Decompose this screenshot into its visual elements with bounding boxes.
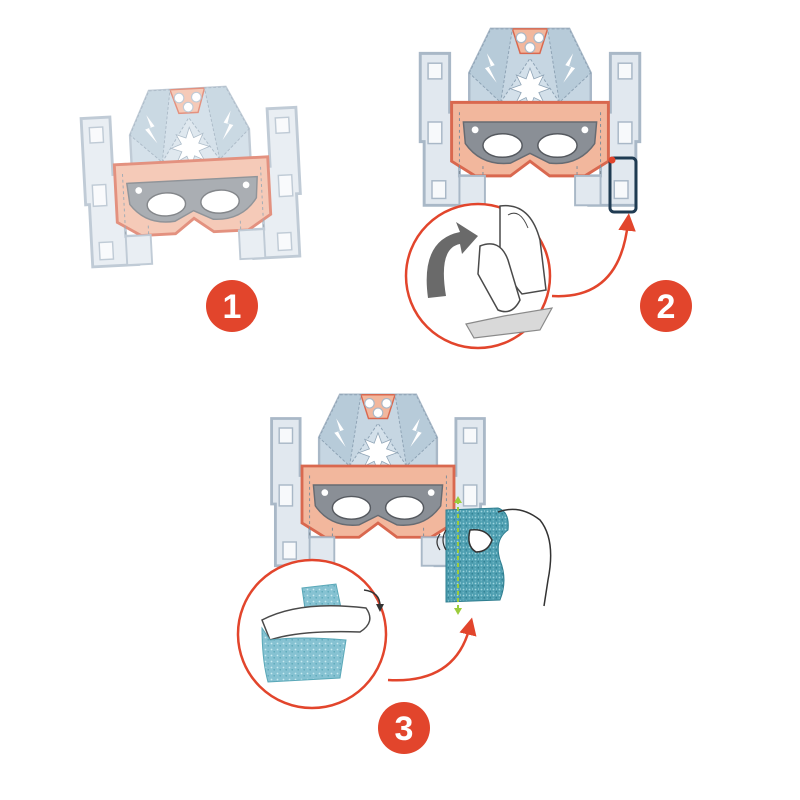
connector-arrow-step-2	[551, 213, 636, 298]
connector-arrow-step-3	[387, 617, 477, 682]
step-2-panel: 2	[404, 27, 692, 350]
step-3-number: 3	[395, 710, 414, 748]
step-3-badge: 3	[378, 702, 430, 754]
mask-illustration-step-1	[78, 81, 306, 269]
peeling-paper	[477, 243, 521, 313]
step-2-number: 2	[657, 288, 676, 326]
small-curved-arrow-icon	[363, 589, 381, 607]
sticker-backing	[465, 307, 554, 339]
step-1-panel: 1	[78, 81, 306, 332]
curved-peel-arrow-icon	[426, 222, 478, 298]
mask-illustration-step-2	[418, 27, 642, 207]
tab-marker	[608, 156, 616, 164]
white-backing	[261, 604, 371, 641]
highlighted-tab	[608, 156, 638, 214]
step-3-panel: 3	[236, 393, 552, 754]
hand-icon	[497, 508, 552, 607]
zoom-circle-step-2	[404, 202, 554, 350]
glitter-sticker	[445, 507, 509, 603]
step-2-badge: 2	[640, 280, 692, 332]
step-1-badge: 1	[206, 280, 258, 332]
step-1-number: 1	[223, 288, 242, 326]
zoom-circle-step-3	[236, 558, 388, 710]
glitter-sheet-lower	[261, 626, 347, 683]
